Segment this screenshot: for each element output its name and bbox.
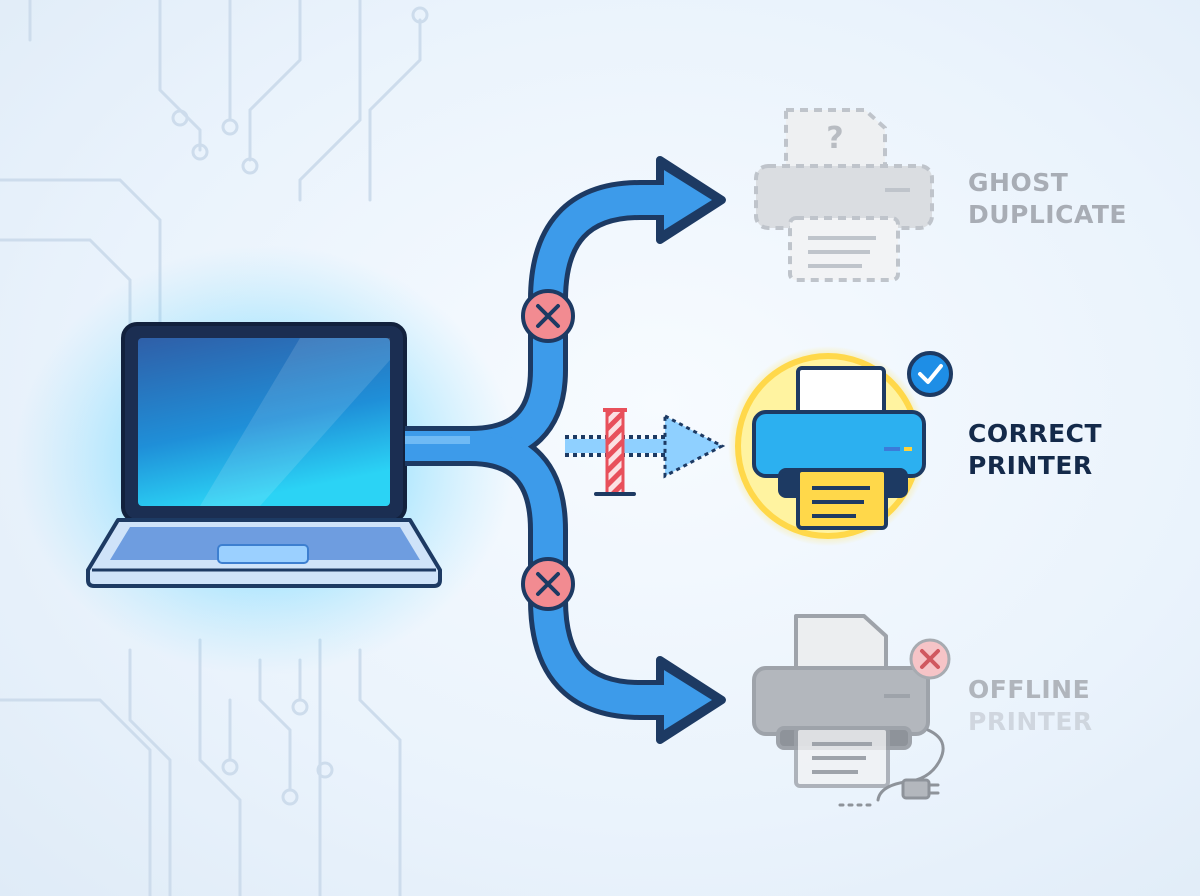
offline-printer	[752, 614, 951, 807]
laptop-trackpad	[217, 544, 309, 564]
ghost-label-line1: GHOST	[968, 168, 1069, 197]
correct-label-line1: CORRECT	[968, 419, 1103, 448]
block-barrier	[594, 408, 636, 496]
correct-label-line2: PRINTER	[968, 451, 1093, 480]
offline-printer-label: OFFLINE PRINTER	[968, 674, 1093, 738]
check-icon	[907, 351, 953, 397]
offline-label-line2: PRINTER	[968, 707, 1093, 736]
unplugged-cable-icon	[838, 728, 945, 807]
laptop-keyboard	[110, 527, 420, 560]
offline-printer-icon	[752, 614, 930, 788]
correct-printer-label: CORRECT PRINTER	[968, 418, 1102, 482]
screen-reflection	[200, 338, 390, 506]
ghost-duplicate-label: GHOST DUPLICATE	[968, 167, 1127, 231]
blocked-x-icon-top	[521, 289, 575, 343]
middle-route	[565, 408, 726, 496]
ghost-page-mark: ?	[826, 121, 843, 156]
ghost-printer-icon: ?	[754, 108, 934, 282]
laptop	[15, 245, 515, 675]
offline-x-icon	[909, 638, 951, 680]
printer-icon	[752, 366, 926, 530]
ghost-label-line2: DUPLICATE	[968, 200, 1127, 229]
offline-label-line1: OFFLINE	[968, 675, 1091, 704]
correct-printer	[728, 346, 953, 546]
blocked-x-icon-bottom	[521, 557, 575, 611]
laptop-screen	[138, 338, 390, 506]
